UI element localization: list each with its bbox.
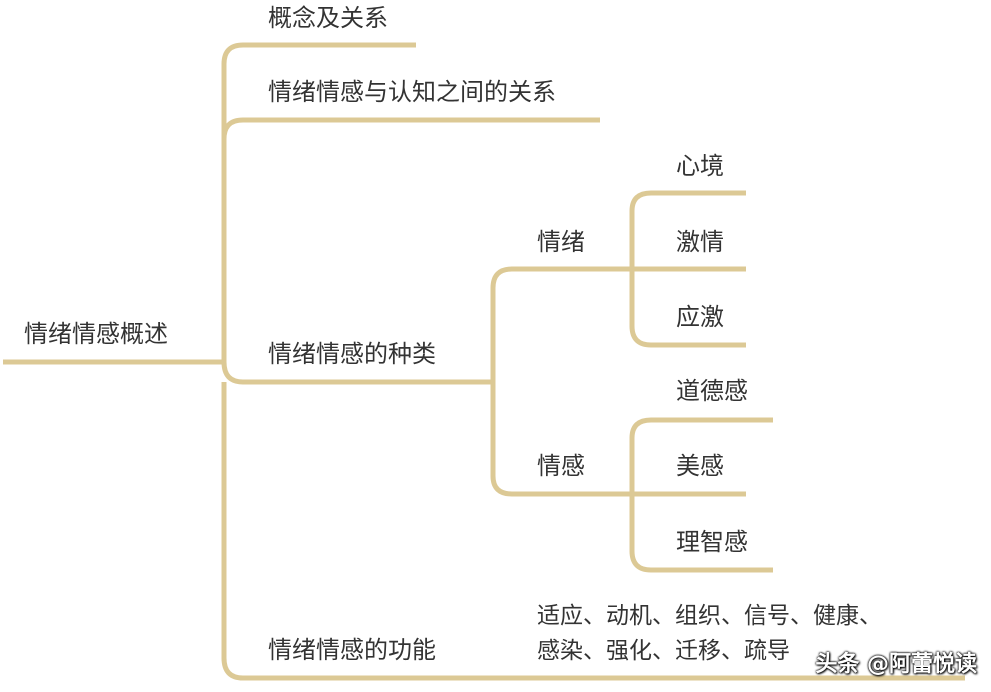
branch-concept: 概念及关系 [268,4,388,32]
feeling-top-connector [607,417,773,497]
emotion-child-stress: 应激 [676,303,724,331]
branch-function-connector [221,382,470,681]
branch-types-connector [221,361,470,385]
function-detail-line2: 感染、强化、迁移、疏导 [537,638,790,664]
types-to-feeling-connector [490,382,607,497]
types-to-emotion-connector [470,266,607,385]
feeling-child-aesthetic: 美感 [676,452,724,480]
emotion-child-passion: 激情 [676,228,724,256]
branch-cognition-connector [221,117,600,140]
emotion-bottom-connector [629,269,746,348]
function-detail-line1: 适应、动机、组织、信号、健康、 [537,603,882,629]
feeling-bottom-connector [629,494,773,573]
root-trunk [200,42,416,365]
feeling-child-rational: 理智感 [676,528,748,556]
branch-function: 情绪情感的功能 [268,636,436,664]
feeling-child-moral: 道德感 [676,377,748,405]
type-feeling: 情感 [537,452,585,480]
emotion-child-mood: 心境 [676,152,724,180]
emotion-children-connector [607,190,746,272]
branch-cognition: 情绪情感与认知之间的关系 [268,78,556,106]
type-emotion: 情绪 [537,228,585,256]
root-topic: 情绪情感概述 [24,320,168,348]
branch-types: 情绪情感的种类 [268,340,436,368]
watermark: 头条 @阿蕾悦读 [815,652,977,677]
